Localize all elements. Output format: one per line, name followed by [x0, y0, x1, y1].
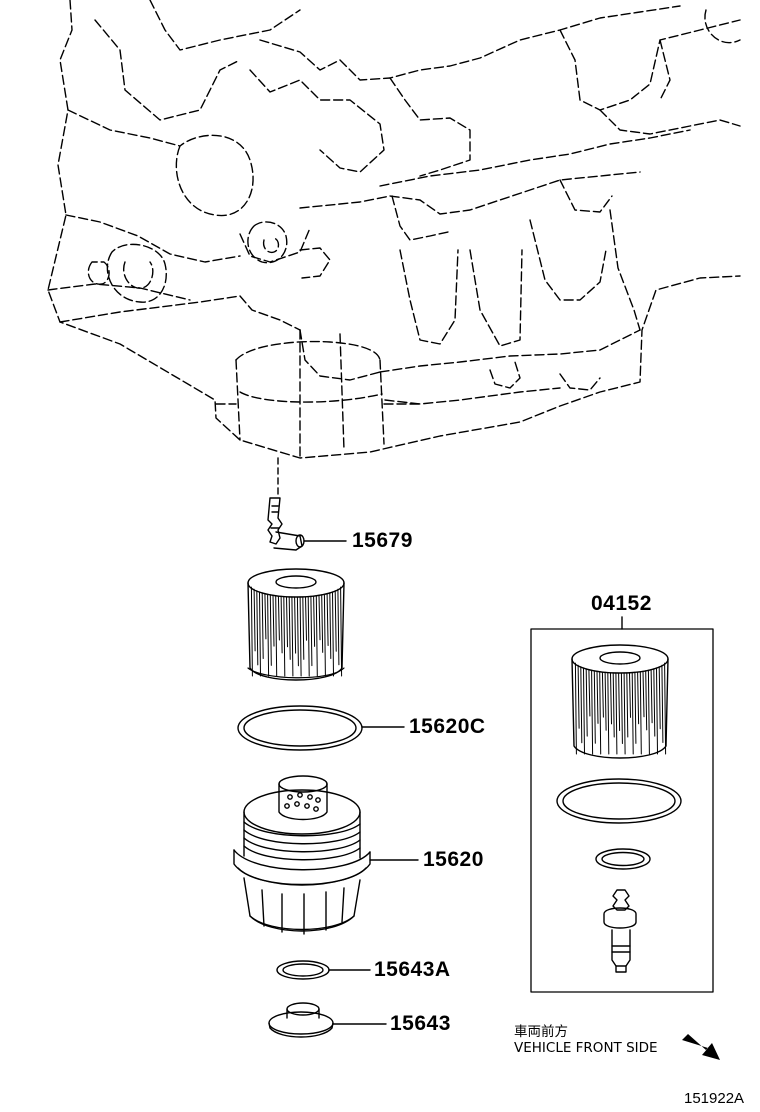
orientation-note-english: VEHICLE FRONT SIDE: [514, 1040, 658, 1056]
drain-plug-part: [268, 1002, 334, 1038]
illustration-number: 151922A: [684, 1090, 745, 1107]
large-o-ring-part: [237, 705, 363, 751]
part-number-15679: 15679: [352, 529, 413, 552]
filter-cap-part: [233, 775, 371, 935]
filter-element-pleats: [250, 586, 343, 677]
kit-filter-element-pleats: [574, 662, 667, 755]
part-number-15620c: 15620C: [409, 715, 486, 738]
kit-drain-union-part: [603, 889, 637, 973]
part-number-15620: 15620: [423, 848, 484, 871]
part-number-15643: 15643: [390, 1012, 451, 1035]
cap-gasket-part: [276, 960, 330, 980]
orientation-note-japanese: 車両前方: [514, 1024, 568, 1040]
front-direction-arrow-icon: [682, 1034, 720, 1060]
part-number-04152: 04152: [591, 592, 652, 615]
engine-block-outline: [47, 0, 741, 459]
kit-small-o-ring-part: [595, 848, 651, 870]
part-number-15643a: 15643A: [374, 958, 451, 981]
drain-union-part: [267, 497, 305, 551]
kit-large-o-ring-part: [556, 778, 682, 824]
